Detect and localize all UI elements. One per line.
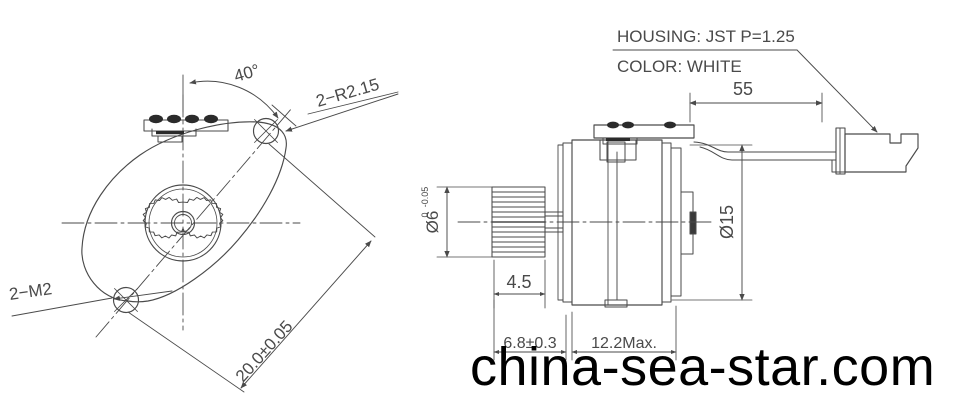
note-housing: HOUSING: JST P=1.25 (617, 27, 795, 46)
label-6-8: 6.8±0.3 (503, 335, 556, 352)
dimension-6-8 (493, 299, 567, 361)
label-12-2: 12.2Max. (591, 335, 657, 352)
label-center-distance: 20.0±0.05 (232, 317, 297, 386)
label-diameter-6-tol-upper: 0 (420, 212, 430, 217)
label-diameter-15: Ø15 (717, 205, 737, 239)
gearbox-plate-outline (81, 121, 287, 303)
label-thread-2m2: 2−M2 (8, 279, 53, 304)
motor-body (557, 139, 697, 308)
watermark-text: china-sea-star.com (470, 337, 935, 397)
jst-connector (831, 127, 919, 175)
dimension-diameter-6 (436, 186, 499, 258)
mounting-hole-upper (252, 117, 280, 145)
lead-wires (693, 141, 837, 161)
flange-solder-bumps (606, 121, 676, 141)
gear-icon (144, 184, 222, 262)
gear-hub (170, 210, 196, 236)
label-angle-40: 40° (232, 60, 262, 85)
dimension-diameter-15 (671, 144, 753, 301)
gear-teeth (142, 196, 224, 239)
center-axes (61, 94, 301, 331)
label-55: 55 (733, 79, 753, 99)
label-diameter-6-tol-lower: -0.05 (420, 187, 430, 208)
mounting-hole-lower (112, 286, 140, 314)
thread-callout-leader (11, 290, 173, 317)
label-4-5: 4.5 (506, 272, 531, 292)
radius-callout-leader (285, 91, 399, 132)
center-distance-dimension (127, 143, 376, 393)
dimension-55 (689, 92, 823, 123)
dimension-12-2 (571, 305, 677, 361)
hole-axis-line (95, 107, 293, 338)
mounting-flange (593, 124, 695, 145)
note-color: COLOR: WHITE (617, 57, 742, 76)
housing-note-leader (612, 49, 878, 133)
label-diameter-6: Ø6 (423, 211, 442, 234)
angle-dimension-40 (182, 74, 297, 127)
label-radius-2r215: 2−R2.15 (314, 75, 381, 111)
